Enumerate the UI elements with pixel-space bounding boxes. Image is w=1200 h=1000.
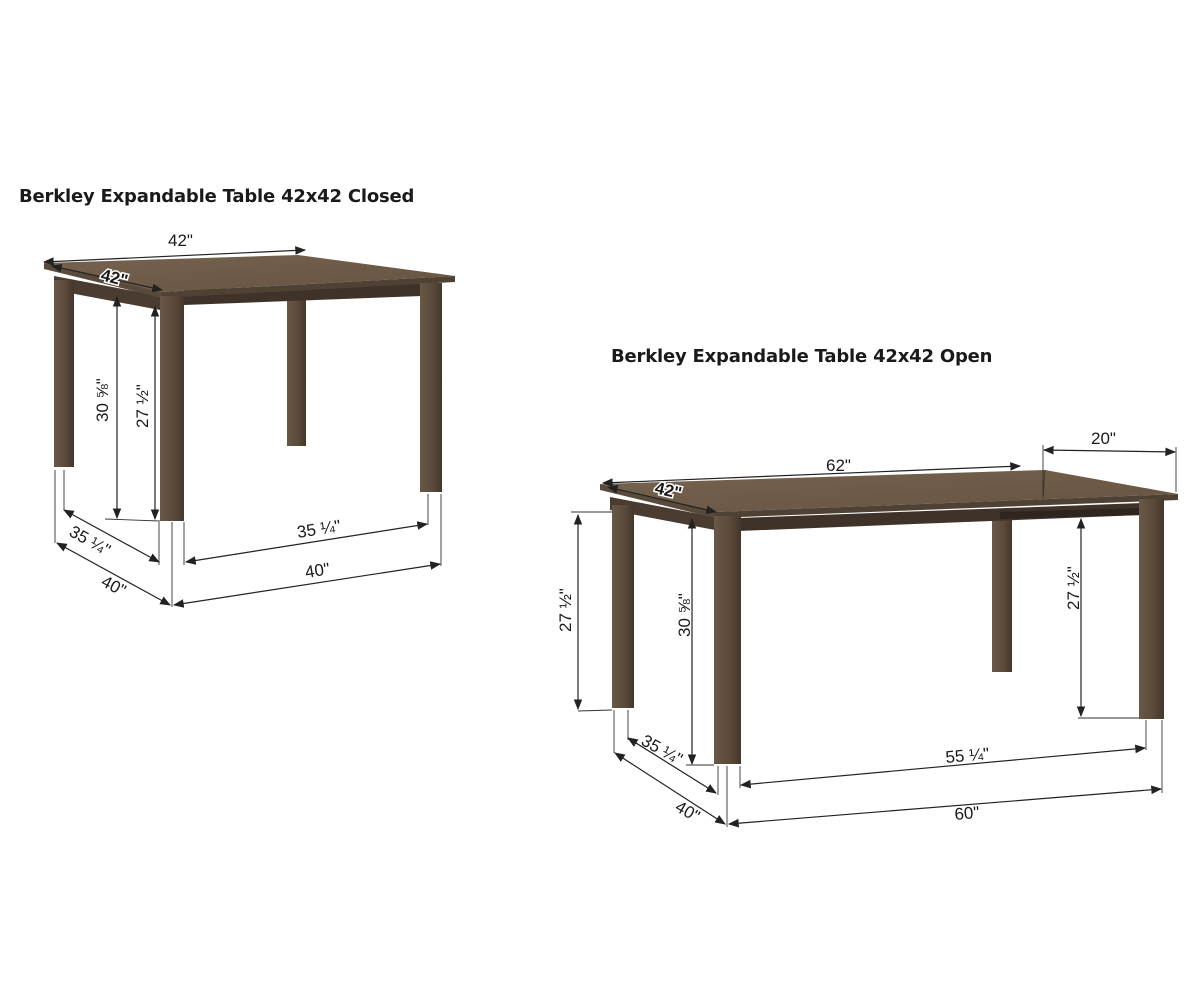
open-leg-right: [1139, 499, 1164, 719]
open-outer-leg-width-label: 60": [954, 803, 981, 824]
open-leg-front: [714, 516, 741, 764]
open-inner-leg-depth-label: 35 ¼": [638, 731, 686, 769]
closed-top-width-label: 42": [168, 231, 193, 250]
open-tabletop-front-edge: [715, 494, 1178, 518]
open-back-leg-right: [992, 512, 1012, 672]
open-leaf-support: [1000, 508, 1142, 519]
closed-inner-leg-depth-label: 35 ¼": [66, 522, 114, 560]
closed-leg-front: [160, 296, 184, 521]
open-table-title: Berkley Expandable Table 42x42 Open: [611, 346, 993, 367]
open-inner-leg-width-label: 55 ¼": [945, 744, 990, 767]
open-leg-left: [612, 505, 634, 708]
closed-outer-leg-width-label: 40": [304, 559, 332, 582]
closed-outer-leg-depth-label: 40": [98, 572, 129, 600]
closed-dimension-lines: [42, 246, 442, 608]
closed-leg-left: [54, 280, 74, 467]
open-apron: [739, 503, 1142, 531]
open-overall-height-label: 30 ⅝": [675, 593, 694, 637]
open-apron-clearance-right-label: 27 ½": [1064, 566, 1083, 610]
closed-leg-right: [420, 283, 442, 492]
closed-apron-clearance-label: 27 ½": [133, 384, 152, 428]
closed-table-title: Berkley Expandable Table 42x42 Closed: [19, 186, 415, 207]
open-dimension-lines: [571, 445, 1177, 828]
open-outer-leg-depth-label: 40": [672, 797, 703, 826]
closed-back-leg-right: [287, 298, 306, 446]
open-apron-clearance-left-label: 27 ½": [556, 588, 575, 632]
closed-overall-height-label: 30 ⅝": [93, 378, 112, 422]
closed-tabletop-front-edge: [162, 276, 455, 298]
open-leaf-width-label: 20": [1091, 429, 1116, 448]
open-top-width-label: 62": [826, 456, 851, 475]
